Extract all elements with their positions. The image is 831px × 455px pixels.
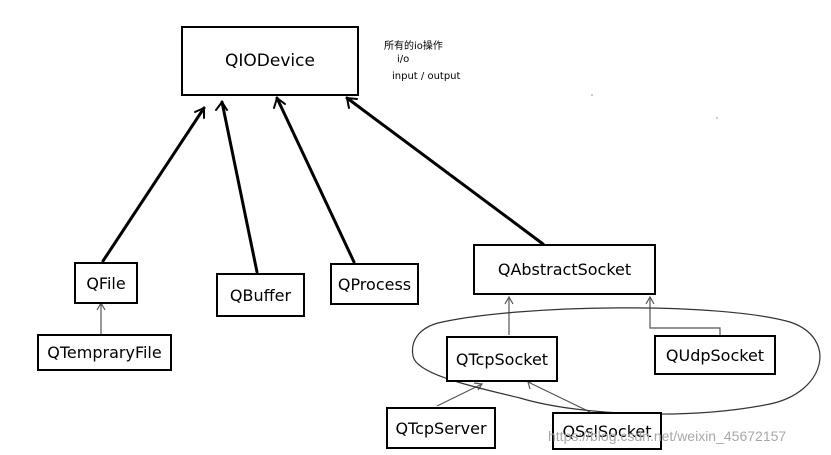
qudpsocket-label: QUdpSocket xyxy=(665,345,765,365)
qbuffer-label: QBuffer xyxy=(229,285,292,305)
arrow-qabstractsocket-to-qiodevice xyxy=(345,96,545,246)
arrow-qbuffer-to-qiodevice xyxy=(215,100,259,274)
qtcpserver-box: QTcpServer xyxy=(386,407,496,449)
qbuffer-box: QBuffer xyxy=(216,273,305,317)
qtempraryfile-box: QTempraryFile xyxy=(37,334,172,371)
qabstractsocket-label: QAbstractSocket xyxy=(497,260,632,279)
qtempraryfile-label: QTempraryFile xyxy=(47,343,162,362)
stray-dot xyxy=(716,117,718,119)
watermark: https://blog.csdn.net/weixin_45672157 xyxy=(548,428,787,444)
qiodevice-label: QIODevice xyxy=(225,51,315,71)
qsslsocket-box: QSslSocket xyxy=(552,412,662,450)
io-note-line2: i/o xyxy=(397,54,410,65)
qfile-box: QFile xyxy=(74,262,138,304)
qtcpserver-label: QTcpServer xyxy=(395,418,487,438)
io-note-line3: input / output xyxy=(392,71,461,82)
io-note-line1: 所有的io操作 xyxy=(384,41,443,52)
qfile-label: QFile xyxy=(86,273,126,293)
qtcpsocket-box: QTcpSocket xyxy=(446,336,558,382)
arrow-qfile-to-qiodevice xyxy=(101,106,206,263)
qsslsocket-label: QSslSocket xyxy=(562,421,652,441)
arrow-qudpsocket-to-qabstractsocket xyxy=(645,295,721,335)
qtcpsocket-label: QTcpSocket xyxy=(455,349,549,369)
socket-group-outline xyxy=(411,307,821,415)
arrow-qprocess-to-qiodevice xyxy=(273,96,356,264)
arrow-qtempraryfile-to-qfile xyxy=(96,301,106,334)
qprocess-box: QProcess xyxy=(330,263,419,305)
qiodevice-box: QIODevice xyxy=(181,26,359,96)
qabstractsocket-box: QAbstractSocket xyxy=(473,244,656,295)
qudpsocket-box: QUdpSocket xyxy=(654,335,776,375)
qprocess-label: QProcess xyxy=(337,274,412,294)
arrow-qtcpsocket-to-qabstractsocket xyxy=(504,295,514,335)
stray-dot xyxy=(591,94,593,96)
